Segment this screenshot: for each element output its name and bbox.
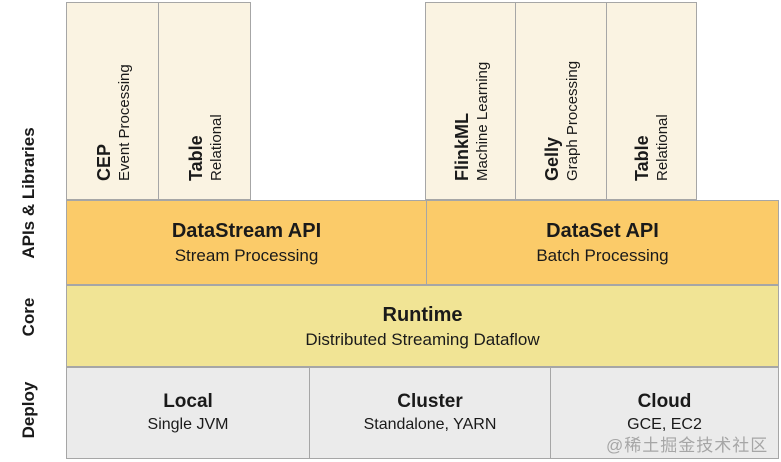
deploy-cloud-subtitle: GCE, EC2 (627, 416, 702, 433)
library-column-gelly: Gelly Graph Processing (515, 3, 605, 199)
library-subtitle: Relational (653, 114, 671, 181)
deploy-local-cell: Local Single JVM (67, 368, 309, 458)
library-name: Table (631, 135, 652, 181)
datastream-api-title: DataStream API (171, 220, 322, 242)
library-subtitle: Graph Processing (563, 60, 581, 181)
library-subtitle: Event Processing (115, 64, 132, 181)
api-layer-row: DataStream API Stream Processing DataSet… (66, 200, 779, 285)
dataset-api-subtitle: Batch Processing (536, 246, 669, 265)
core-layer-row: Runtime Distributed Streaming Dataflow (66, 285, 779, 367)
library-column-table-stream: Table Relational (158, 3, 250, 199)
library-group-left: CEP Event Processing Table Relational (66, 2, 251, 200)
deploy-layer-row: Local Single JVM Cluster Standalone, YAR… (66, 367, 779, 459)
deploy-cloud-title: Cloud (637, 391, 692, 412)
deploy-local-subtitle: Single JVM (147, 416, 229, 433)
library-column-cep-text: CEP Event Processing (68, 5, 158, 197)
watermark: @稀土掘金技术社区 (606, 436, 769, 455)
deploy-cloud-cell: Cloud GCE, EC2 (550, 368, 778, 458)
library-column-table-batch: Table Relational (605, 3, 696, 199)
library-name: FlinkML (451, 113, 472, 181)
side-label-deploy: Deploy (19, 381, 38, 439)
library-column-flinkml: FlinkML Machine Learning (426, 3, 515, 199)
library-column-table-stream-text: Table Relational (160, 5, 250, 197)
dataset-api-cell: DataSet API Batch Processing (426, 201, 778, 284)
dataset-api-title: DataSet API (546, 220, 659, 242)
deploy-cluster-cell: Cluster Standalone, YARN (309, 368, 550, 458)
datastream-api-subtitle: Stream Processing (174, 246, 319, 265)
library-name: Table (185, 135, 205, 181)
library-group-right: FlinkML Machine Learning Gelly Graph Pro… (425, 2, 697, 200)
deploy-local-title: Local (163, 391, 213, 412)
library-subtitle: Relational (207, 114, 224, 181)
library-name: CEP (93, 143, 113, 181)
library-column-flinkml-text: FlinkML Machine Learning (426, 5, 516, 197)
runtime-title: Runtime (382, 303, 463, 326)
library-column-cep: CEP Event Processing (67, 3, 158, 199)
deploy-cluster-subtitle: Standalone, YARN (363, 416, 497, 433)
library-column-table-batch-text: Table Relational (606, 5, 696, 197)
library-name: Gelly (541, 136, 562, 181)
datastream-api-cell: DataStream API Stream Processing (67, 201, 426, 284)
library-column-gelly-text: Gelly Graph Processing (516, 5, 606, 197)
deploy-cluster-title: Cluster (397, 391, 463, 412)
runtime-cell: Runtime Distributed Streaming Dataflow (67, 286, 778, 366)
runtime-subtitle: Distributed Streaming Dataflow (305, 329, 540, 349)
library-subtitle: Machine Learning (473, 61, 491, 181)
